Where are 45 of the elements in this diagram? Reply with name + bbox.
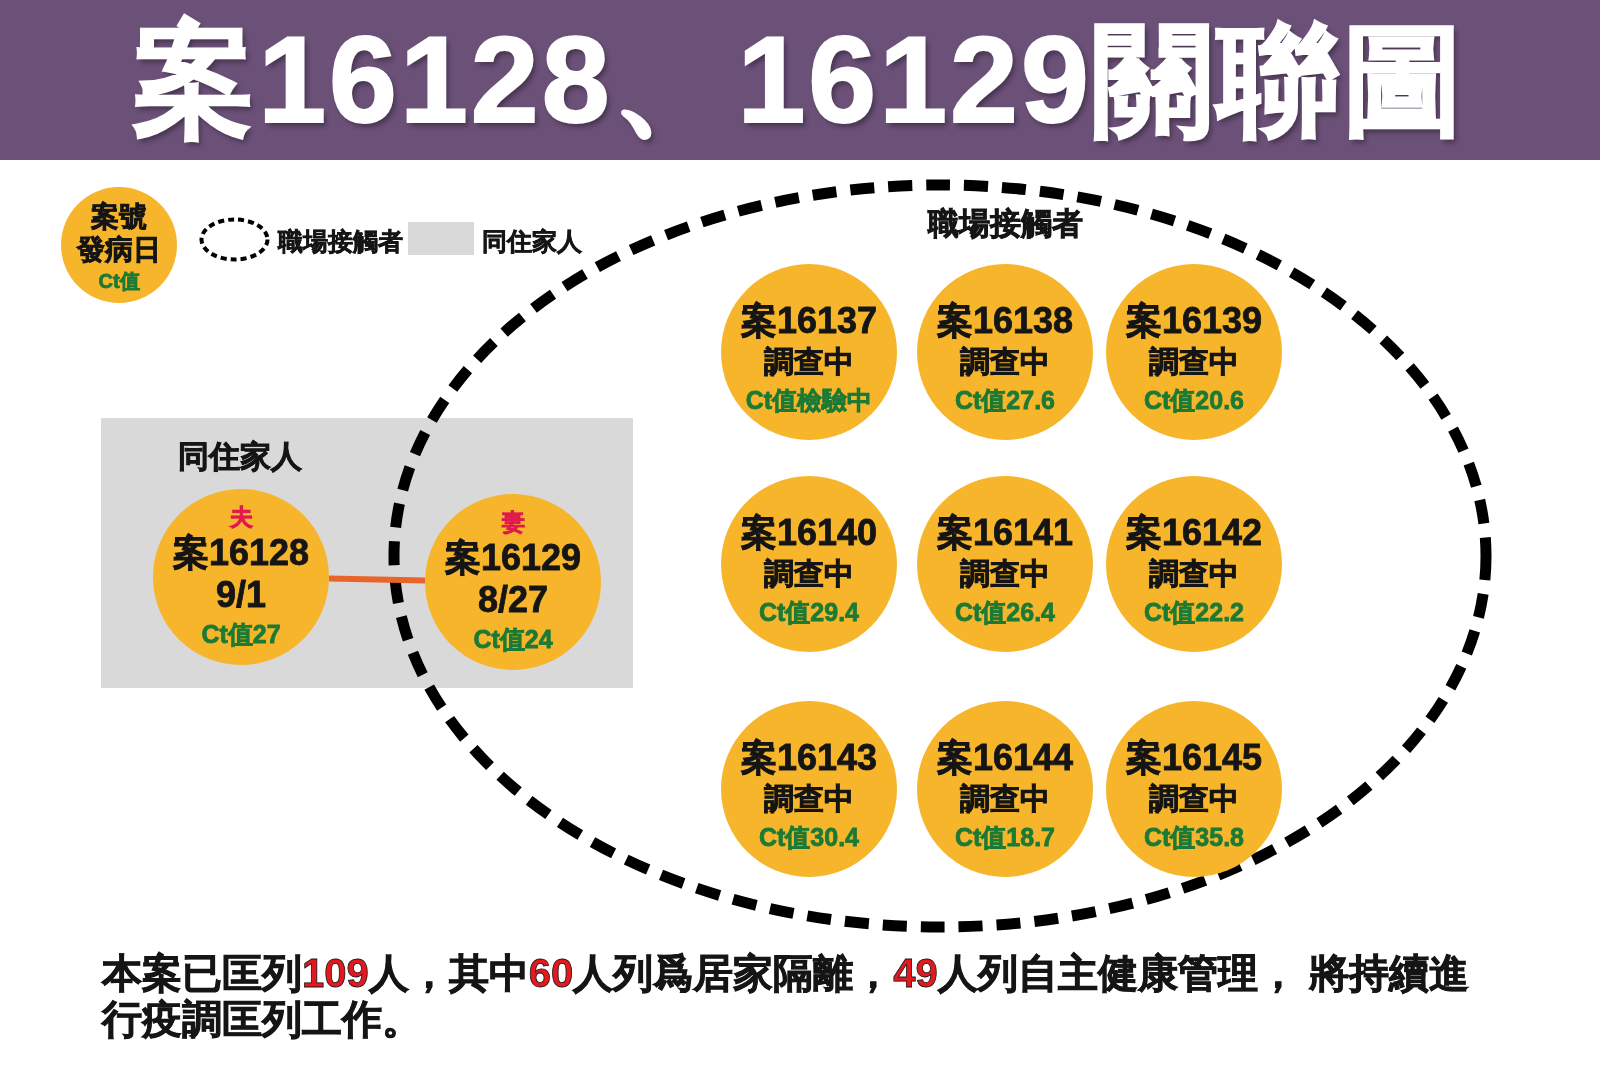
status-text: 調查中 (1149, 344, 1239, 380)
group-heading: 職場接觸者 (927, 206, 1083, 242)
group-heading: 同住家人 (178, 439, 302, 475)
ct-value: Ct值27 (201, 619, 281, 650)
ct-value: Ct值35.8 (1143, 822, 1244, 853)
role-tag: 夫 (229, 502, 253, 532)
onset-date: 9/1 (215, 574, 266, 616)
case-number: 案16144 (936, 737, 1074, 779)
case-number: 案16138 (936, 300, 1074, 342)
status-text: 調查中 (1149, 556, 1239, 592)
legend-text: 同住家人 (482, 226, 582, 256)
ct-value: Ct值 (98, 269, 140, 294)
case-number: 案16137 (740, 300, 878, 342)
title: 案16128、16129關聯圖 (133, 12, 1467, 148)
ct-value: Ct值26.4 (954, 597, 1055, 628)
case-number: 案16139 (1125, 300, 1263, 342)
role-tag: 妻 (501, 507, 525, 537)
status-text: 調查中 (764, 344, 854, 380)
ct-value: Ct值18.7 (954, 822, 1055, 853)
legend-text: 職場接觸者 (278, 226, 403, 256)
case-number: 案16143 (740, 737, 878, 779)
ct-value: Ct值27.6 (954, 385, 1055, 416)
onset-date: 8/27 (477, 579, 549, 621)
status-text: 調查中 (1149, 781, 1239, 817)
case-number: 案16141 (936, 512, 1074, 554)
case-number: 案16129 (444, 537, 582, 579)
ct-value: Ct值檢驗中 (745, 385, 873, 416)
ct-value: Ct值20.6 (1143, 385, 1244, 416)
status-text: 調查中 (960, 781, 1050, 817)
case-number: 案16140 (740, 512, 878, 554)
caption-text: 本案已匡列109人，其中60人列爲居家隔離，49人列自主健康管理， 將持續進行疫調匡列工作。 (102, 950, 1470, 1042)
status-text: 調查中 (960, 344, 1050, 380)
status-text: 調查中 (764, 781, 854, 817)
ct-value: Ct值29.4 (758, 597, 859, 628)
case-number: 案16145 (1125, 737, 1263, 779)
case-number: 案16128 (172, 532, 310, 574)
ct-value: Ct值30.4 (758, 822, 859, 853)
status-text: 調查中 (960, 556, 1050, 592)
ct-value: Ct值22.2 (1143, 597, 1244, 628)
status-text: 調查中 (764, 556, 854, 592)
case-number: 案16142 (1125, 512, 1263, 554)
key-text: 發病日 (77, 233, 161, 266)
ct-value: Ct值24 (473, 624, 553, 655)
connector-line (328, 575, 426, 584)
key-text: 案號 (91, 200, 147, 233)
